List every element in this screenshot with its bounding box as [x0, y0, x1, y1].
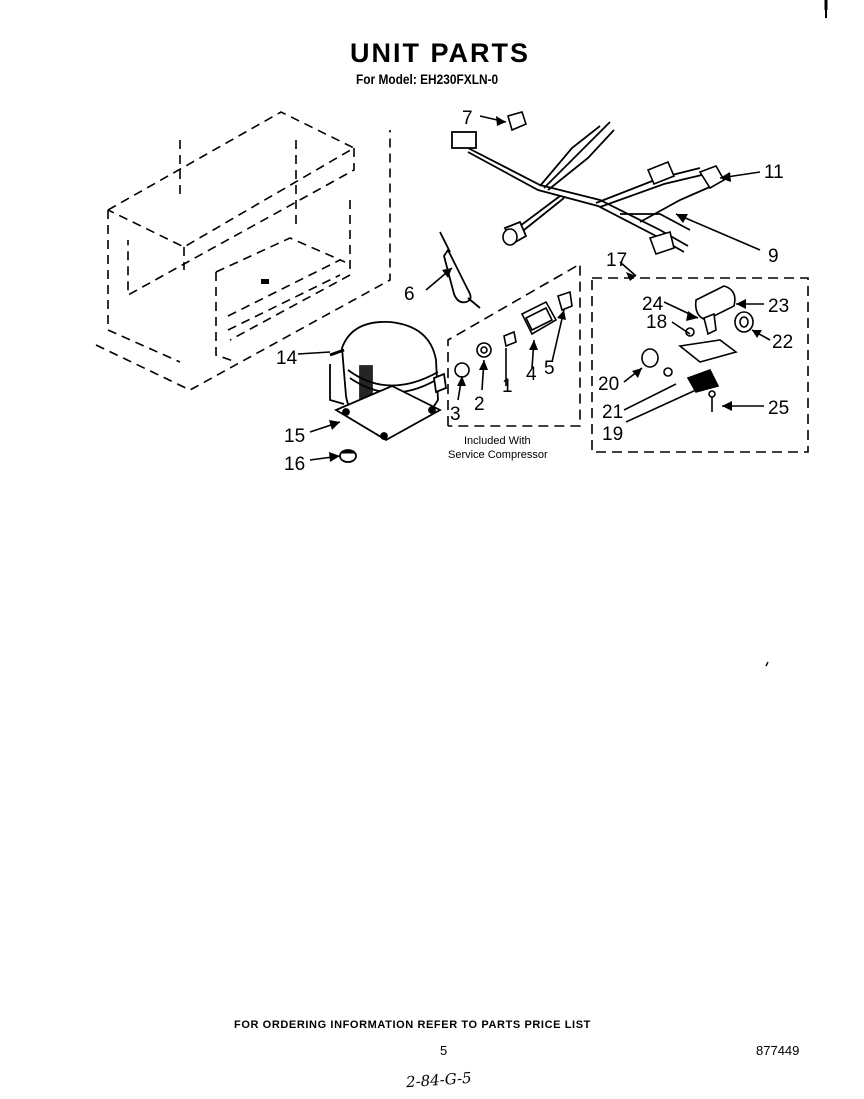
- callout-22: 22: [772, 332, 793, 353]
- service-note-line2: Service Compressor: [448, 449, 548, 461]
- page-title: UNIT PARTS: [350, 38, 530, 68]
- callout-20: 20: [598, 374, 619, 395]
- callout-11: 11: [764, 162, 784, 183]
- ordering-note: FOR ORDERING INFORMATION REFER TO PARTS …: [234, 1019, 591, 1031]
- stray-mark: [765, 661, 769, 667]
- callout-18: 18: [646, 312, 667, 333]
- callout-21: 21: [602, 402, 623, 423]
- callout-25: 25: [768, 398, 789, 419]
- callout-5-label: 5: [544, 358, 555, 379]
- callout-23: 23: [768, 296, 789, 317]
- callout-3: 3: [450, 404, 461, 425]
- callout-2: 2: [474, 394, 485, 415]
- callout-14: 14: [276, 348, 298, 369]
- electrical-kit-box: [591, 277, 809, 453]
- document-number: 877449: [756, 1043, 800, 1058]
- callout-7: 7: [462, 108, 473, 129]
- callout-9: 9: [768, 246, 779, 267]
- electrical-kit-parts: [641, 285, 754, 412]
- callout-15: 15: [284, 426, 305, 447]
- callout-17: 17: [606, 250, 627, 271]
- callout-4: 4: [526, 364, 537, 385]
- arrow-heads: [329, 116, 762, 462]
- callout-numbers: 7 11 9 6 14 15 16 3 2 1 4 5 5 17 24 18 2…: [276, 108, 793, 475]
- callout-6: 6: [404, 284, 415, 305]
- service-kit-box: [447, 262, 581, 427]
- compressor: [329, 321, 447, 442]
- callout-16: 16: [284, 454, 305, 475]
- callout-1: 1: [502, 376, 513, 397]
- page-number: 5: [440, 1043, 448, 1058]
- service-note-line1: Included With: [464, 435, 531, 447]
- model-subtitle: For Model: EH230FXLN-0: [356, 71, 499, 87]
- drier: [439, 231, 481, 309]
- cabinet-clip: [261, 279, 269, 284]
- wire-clip: [507, 111, 527, 132]
- callout-19: 19: [602, 424, 623, 445]
- cabinet-outline: [95, 111, 391, 391]
- callout-24: 24: [642, 294, 664, 315]
